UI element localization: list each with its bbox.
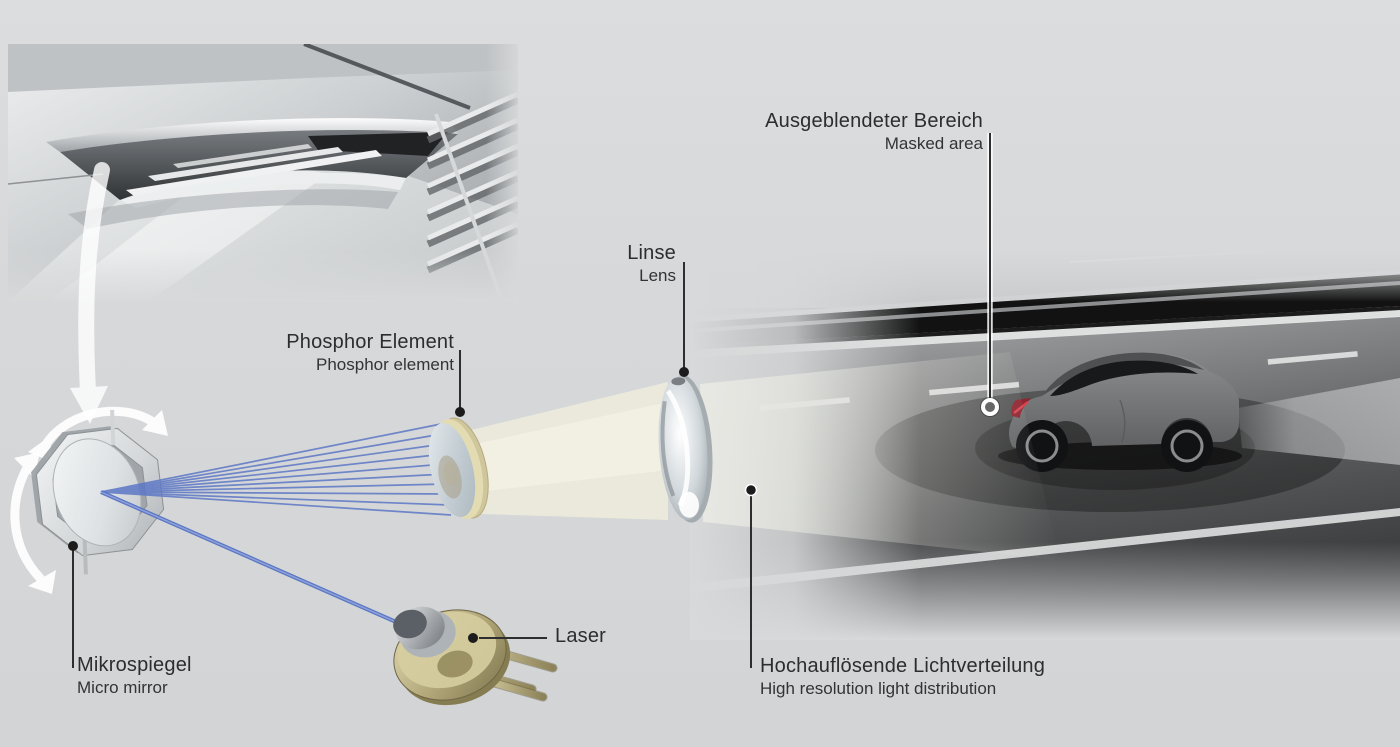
hood-crease-line xyxy=(303,44,471,110)
label-masked-area: Ausgeblendeter Bereich Masked area xyxy=(765,109,983,154)
label-phosphor-element-de: Phosphor Element xyxy=(286,331,454,353)
label-light-distribution-de: Hochauflösende Lichtverteilung xyxy=(760,655,1046,677)
phosphor-spot-core xyxy=(443,462,459,486)
laser-diode-graphic xyxy=(393,606,558,706)
car-front-rim xyxy=(1170,429,1204,463)
laser-can-face xyxy=(393,609,427,639)
leader-dot xyxy=(68,541,78,551)
lens-bottom-glint xyxy=(678,491,699,518)
leader-laser xyxy=(468,633,547,643)
headlight-shadow xyxy=(68,189,398,229)
label-micro-mirror: Mikrospiegel Micro mirror xyxy=(77,653,192,698)
projected-light-cone xyxy=(700,352,1060,560)
label-phosphor-element-en: Phosphor element xyxy=(316,355,454,374)
label-laser: Laser xyxy=(555,624,606,648)
scene-top-fade xyxy=(690,250,1400,302)
label-phosphor-element: Phosphor Element Phosphor element xyxy=(286,330,454,375)
curved-down-arrow-icon xyxy=(70,162,110,424)
headlight-beam-on-road xyxy=(1238,378,1400,465)
car-hood xyxy=(8,44,518,92)
mirror-bottom-pin xyxy=(82,539,88,575)
headlight-chrome-brow xyxy=(46,118,458,152)
laser-boss xyxy=(437,650,473,678)
headlight-slat xyxy=(126,150,382,196)
label-light-distribution-en: High resolution light distribution xyxy=(760,679,997,698)
phosphor-element-graphic xyxy=(428,417,489,519)
headlight-module xyxy=(308,132,448,156)
headlight-slat xyxy=(148,147,343,181)
mirror-disc xyxy=(52,438,142,547)
label-masked-area-en: Masked area xyxy=(884,134,983,153)
headlight-slat xyxy=(173,144,312,168)
leader-dot xyxy=(468,633,478,643)
leader-ring-icon xyxy=(981,398,999,416)
lens-shade xyxy=(660,400,676,497)
laser-beam-fan xyxy=(100,423,452,516)
leader-dot xyxy=(744,483,758,497)
label-micro-mirror-de: Mikrospiegel xyxy=(77,654,192,676)
label-laser-de: Laser xyxy=(555,625,607,647)
leader-masked-area xyxy=(980,133,1000,417)
label-lens: Linse Lens xyxy=(627,241,676,286)
leader-light-distribution xyxy=(744,483,758,668)
mirror-top-pin xyxy=(110,409,116,446)
leader-micro-mirror xyxy=(68,541,78,668)
leader-dot xyxy=(455,407,465,417)
label-lens-de: Linse xyxy=(627,242,676,264)
panel-gap-line xyxy=(8,173,104,185)
label-light-distribution: Hochauflösende Lichtverteilung High reso… xyxy=(760,654,1045,699)
leader-lens xyxy=(679,262,689,377)
laser-main-beam-core xyxy=(100,491,413,630)
lens-graphic xyxy=(658,374,713,523)
label-lens-en: Lens xyxy=(639,266,676,285)
phosphor-light-cone-core xyxy=(471,402,668,492)
label-masked-area-de: Ausgeblendeter Bereich xyxy=(765,110,983,132)
label-micro-mirror-en: Micro mirror xyxy=(77,678,168,697)
leader-ring-icon xyxy=(980,397,1000,417)
inset-right-fade xyxy=(486,44,518,302)
micro-mirror-graphic xyxy=(31,409,165,575)
car-windows xyxy=(1050,360,1198,396)
leader-dot xyxy=(679,367,689,377)
lens-top-tip xyxy=(671,377,686,386)
leader-phosphor xyxy=(455,350,465,417)
headlight-lower-lip xyxy=(120,172,406,208)
car-front-wheel xyxy=(1161,420,1213,472)
car-door-line xyxy=(1119,399,1126,443)
